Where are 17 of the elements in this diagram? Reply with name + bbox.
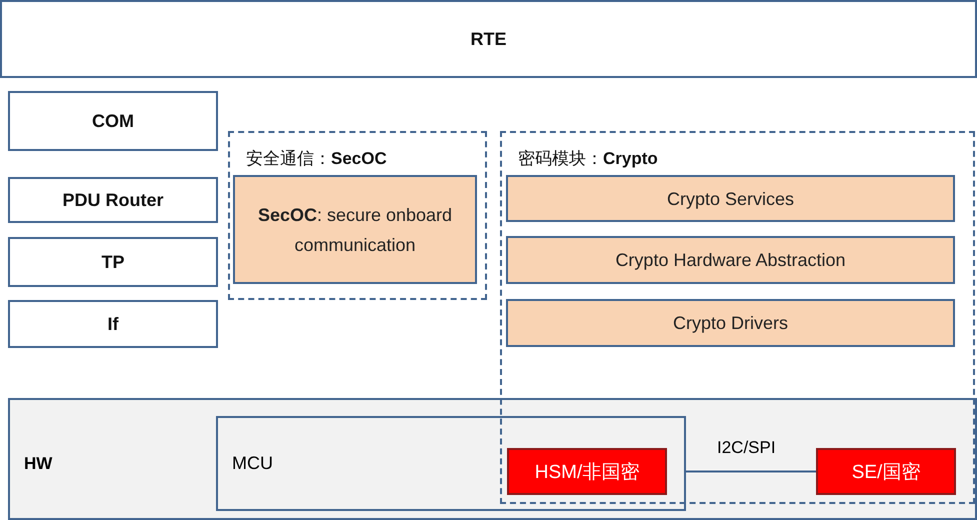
layer-box: TP: [8, 237, 218, 287]
dashed-group: [228, 131, 487, 300]
layer-box: If: [8, 300, 218, 348]
module-box: SecOC: secure onboard communication: [233, 175, 477, 284]
layer-box: COM: [8, 91, 218, 151]
module-box: Crypto Services: [506, 175, 955, 222]
chip-box: HSM/非国密: [507, 448, 667, 495]
module-box: Crypto Drivers: [506, 299, 955, 347]
band-label: HW: [24, 454, 52, 474]
layer-box: RTE: [0, 0, 977, 78]
module-box: Crypto Hardware Abstraction: [506, 236, 955, 284]
dashed-group: [500, 131, 975, 504]
chip-box: SE/国密: [816, 448, 956, 495]
connector-line: [686, 470, 816, 472]
group-heading: 密码模块：Crypto: [518, 148, 658, 170]
layer-box: PDU Router: [8, 177, 218, 223]
group-heading: 安全通信：SecOC: [246, 148, 387, 170]
